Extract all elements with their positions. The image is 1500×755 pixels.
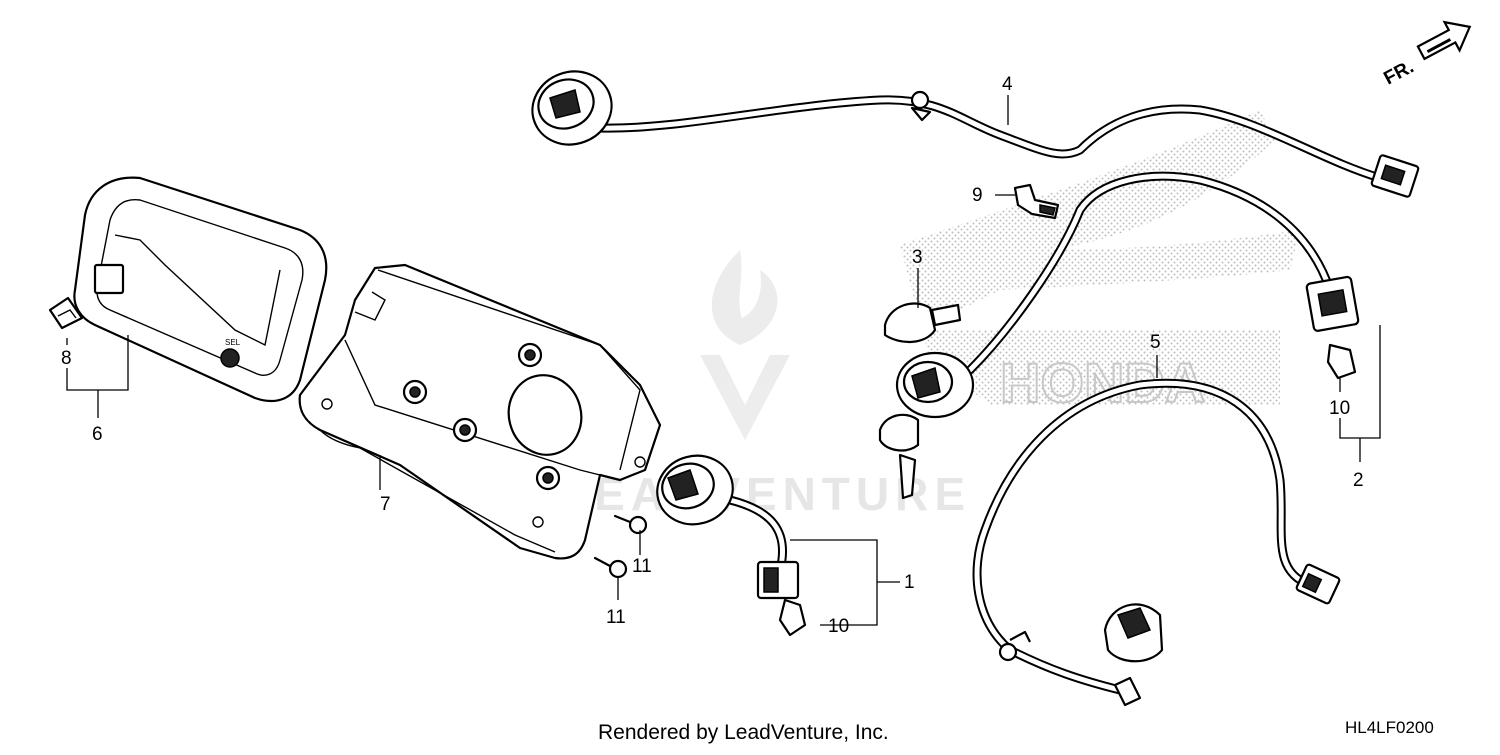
leader-lines xyxy=(66,95,1381,626)
callout-1: 1 xyxy=(904,572,915,593)
callout-6: 6 xyxy=(92,424,103,445)
callout-11-upper: 11 xyxy=(632,556,652,577)
part-3-ignition-switch xyxy=(878,171,1360,500)
front-direction-label: FR. xyxy=(1380,57,1417,90)
callout-10-right: 10 xyxy=(1329,398,1350,419)
diagram-code: HL4LF0200 xyxy=(1345,718,1434,737)
part-1-socket-harness xyxy=(656,454,807,637)
callout-8: 8 xyxy=(61,348,72,369)
callout-2: 2 xyxy=(1353,470,1364,491)
callout-7: 7 xyxy=(380,494,391,515)
part-11-screw-lower xyxy=(593,556,628,579)
svg-text:SEL: SEL xyxy=(225,338,241,347)
part-4-harness xyxy=(531,70,1420,198)
callout-3: 3 xyxy=(912,247,923,268)
part-10-clip-right xyxy=(1326,343,1357,380)
part-7-meter-case xyxy=(298,263,662,560)
part-5-harness xyxy=(972,378,1341,707)
footer-credit: Rendered by LeadVenture, Inc. xyxy=(598,721,889,744)
watermark-logo xyxy=(700,250,790,440)
callout-5: 5 xyxy=(1150,332,1161,353)
part-11-screw-upper xyxy=(613,514,648,535)
part-6-meter-cover: SEL xyxy=(73,176,328,403)
front-direction-arrow xyxy=(1416,20,1472,61)
callout-9: 9 xyxy=(972,185,983,206)
part-8-pad xyxy=(48,296,84,330)
part-9-clip xyxy=(1013,183,1060,220)
callout-11-lower: 11 xyxy=(606,607,626,628)
callout-10-left: 10 xyxy=(828,616,849,637)
callout-4: 4 xyxy=(1002,74,1013,95)
